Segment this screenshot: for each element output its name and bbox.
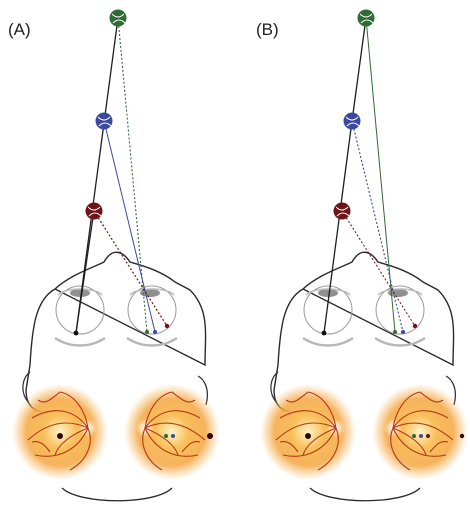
- right-retina-blue: [153, 330, 157, 334]
- chin-outline: [309, 487, 421, 502]
- line-green-left-eye: [75, 17, 119, 334]
- right-retina-blue: [401, 330, 405, 334]
- right-retina-fundus: [124, 384, 220, 480]
- green-ball-icon: [357, 9, 375, 27]
- right-retina-green: [145, 330, 149, 334]
- left-eyeball: [302, 285, 354, 347]
- panel-b: [260, 9, 468, 502]
- right-eyeball: [374, 285, 426, 347]
- chin-outline: [61, 487, 173, 502]
- left-retina-fundus: [260, 384, 356, 480]
- right-eyeball: [126, 285, 178, 347]
- blue-ball-icon: [95, 112, 113, 130]
- line-red-right-eye: [341, 210, 416, 327]
- panel-a: [12, 9, 220, 502]
- blue-ball-icon: [343, 112, 361, 130]
- right-retina-red: [164, 323, 170, 329]
- left-retina-fundus: [12, 384, 108, 480]
- left-retina-point: [73, 330, 79, 336]
- red-ball-icon: [333, 202, 351, 220]
- line-green-left-eye: [351, 17, 367, 122]
- line-green-right-eye: [117, 17, 148, 333]
- line-blue-left-eye: [323, 120, 353, 334]
- line-blue-right-eye: [351, 120, 404, 333]
- right-retina-green: [393, 330, 397, 334]
- line-green-right-eye: [365, 17, 396, 333]
- line-red-left: [75, 210, 95, 334]
- left-retina-point: [321, 330, 327, 336]
- panel-b-label: (B): [256, 20, 279, 39]
- red-ball-icon: [85, 202, 103, 220]
- panel-a-label: (A): [8, 20, 31, 39]
- left-eyeball: [54, 285, 106, 347]
- right-retina-fundus: [372, 384, 468, 480]
- line-blue-right-eye: [103, 120, 156, 333]
- line-red-right-eye: [93, 210, 168, 327]
- green-ball-icon: [109, 9, 127, 27]
- right-retina-red: [412, 323, 418, 329]
